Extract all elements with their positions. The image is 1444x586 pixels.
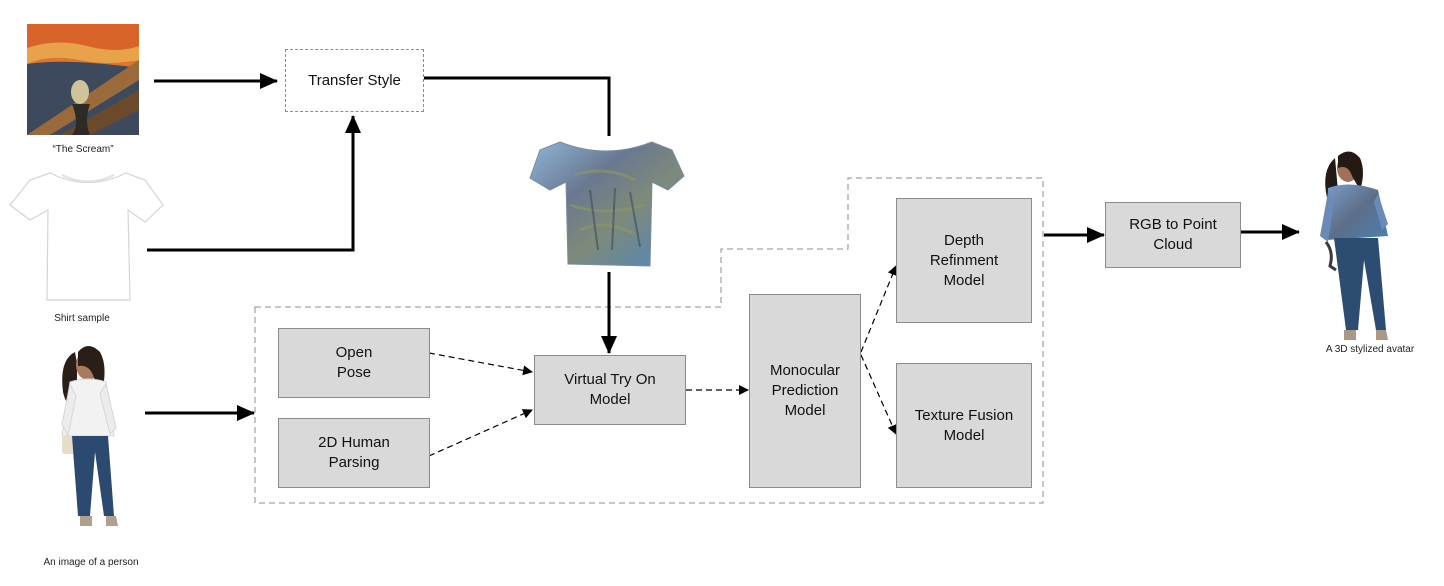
open-pose-node: Open Pose xyxy=(278,328,430,398)
rgb-to-point-cloud-node: RGB to Point Cloud xyxy=(1105,202,1241,268)
arrow-parsing-to-tryon xyxy=(428,409,533,457)
texture-fusion-node: Texture Fusion Model xyxy=(896,363,1032,488)
transfer-style-node: Transfer Style xyxy=(285,49,424,112)
arrow-monocular-to-depth xyxy=(860,265,898,353)
monocular-prediction-node: Monocular Prediction Model xyxy=(749,294,861,488)
human-parsing-node: 2D Human Parsing xyxy=(278,418,430,488)
avatar-caption: A 3D stylized avatar xyxy=(1325,344,1415,355)
processing-region-outline xyxy=(254,177,1044,504)
stylized-shirt-image xyxy=(529,141,685,267)
arrow-monocular-to-texture xyxy=(860,354,897,435)
scream-painting-image xyxy=(27,24,139,135)
person-image xyxy=(61,346,118,526)
virtual-try-on-node: Virtual Try On Model xyxy=(534,355,686,425)
depth-refinement-node: Depth Refinment Model xyxy=(896,198,1032,323)
shirt-caption: Shirt sample xyxy=(54,313,110,324)
line-transfer-to-stylized-shirt xyxy=(424,76,611,136)
arrow-shirt-to-transfer xyxy=(147,115,361,252)
person-caption: An image of a person xyxy=(43,557,139,568)
white-shirt-image xyxy=(9,172,164,301)
arrow-openpose-to-tryon xyxy=(428,352,533,376)
painting-caption: “The Scream” xyxy=(52,144,114,155)
avatar-image xyxy=(1320,151,1388,340)
